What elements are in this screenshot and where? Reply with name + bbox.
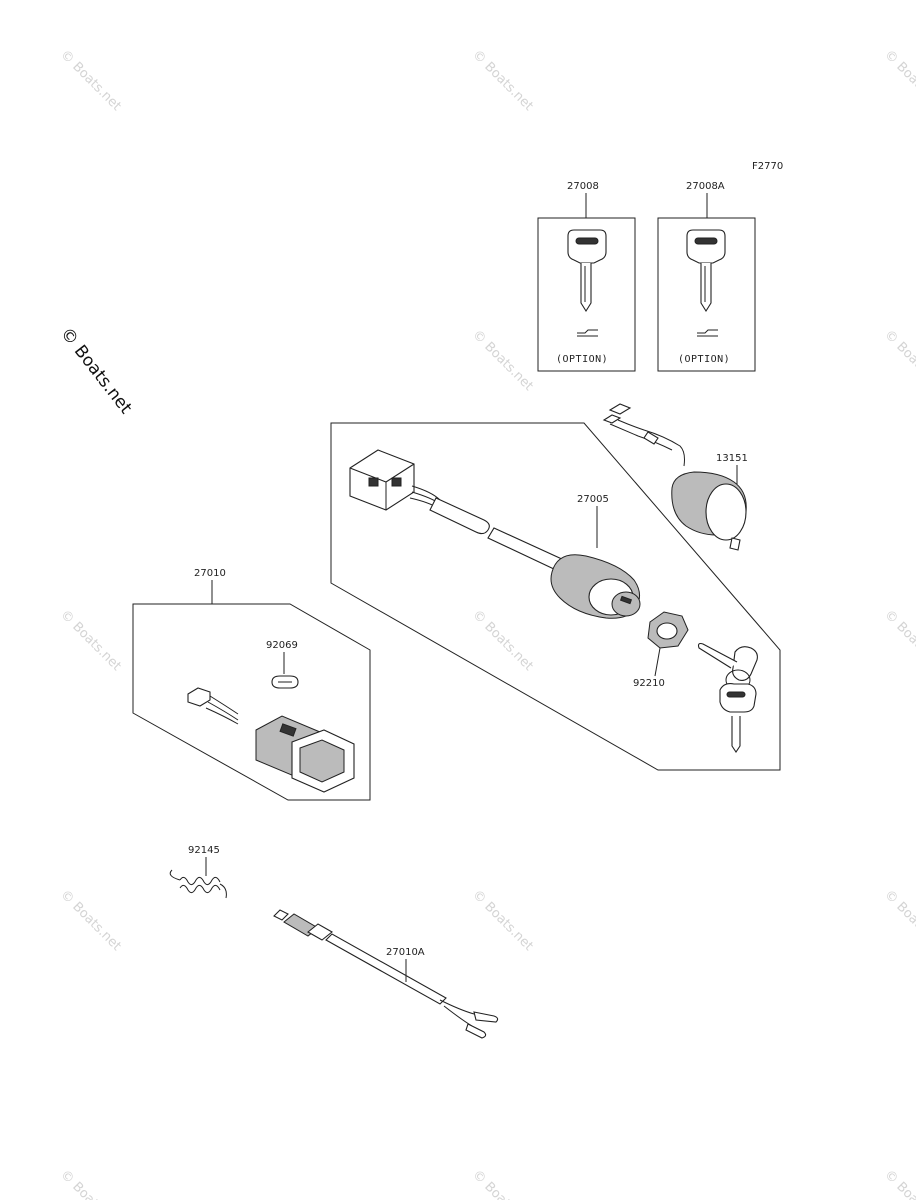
indicator-group-box (132, 603, 371, 801)
watermark: © Boats.net (881, 887, 916, 954)
part-number-27010a: 27010A (386, 947, 425, 958)
part-number-13151: 13151 (716, 453, 748, 464)
option-box (657, 217, 756, 372)
watermark: © Boats.net (469, 47, 536, 114)
watermark: © Boats.net (881, 327, 916, 394)
bulb-92069[interactable] (271, 675, 299, 689)
spring-92145[interactable] (169, 869, 227, 899)
watermark: © Boats.net (57, 607, 124, 674)
switch-assembly-group-box (330, 422, 781, 771)
watermark: © Boats.net (469, 607, 536, 674)
brand-watermark: © Boats.net (56, 324, 136, 418)
watermark: © Boats.net (881, 1167, 916, 1200)
watermark: © Boats.net (881, 47, 916, 114)
part-number-92069: 92069 (266, 640, 298, 651)
figure-code: F2770 (752, 161, 783, 172)
option-note: (OPTION) (556, 354, 608, 365)
part-number-92145: 92145 (188, 845, 220, 856)
part-number-27005: 27005 (577, 494, 609, 505)
key-profile-icon (577, 329, 598, 337)
watermark: © Boats.net (57, 887, 124, 954)
key-blank-27008[interactable]: 27008 (OPTION) (537, 181, 636, 372)
part-number-92210: 92210 (633, 678, 665, 689)
switch-harness-connector[interactable] (349, 449, 569, 572)
socket-13151[interactable] (602, 403, 747, 551)
ignition-switch-body[interactable] (550, 554, 641, 619)
option-note: (OPTION) (678, 354, 730, 365)
watermark: © Boats.net (57, 47, 124, 114)
indicator-switch[interactable] (187, 687, 355, 793)
key-icon (567, 229, 607, 313)
part-number-27008a: 27008A (686, 181, 725, 192)
watermark: © Boats.net (469, 327, 536, 394)
option-box (537, 217, 636, 372)
key-blank-27008a[interactable]: 27008A (OPTION) (657, 181, 756, 372)
part-number-27008: 27008 (567, 181, 599, 192)
watermark: © Boats.net (881, 607, 916, 674)
stop-switch-27010a[interactable] (273, 909, 499, 1039)
watermark: © Boats.net (469, 1167, 536, 1200)
key-icon (686, 229, 726, 313)
leader-line (654, 647, 661, 677)
watermark-layer: © Boats.net © Boats.net © Boats.net © Bo… (57, 47, 916, 1200)
part-number-27010: 27010 (194, 568, 226, 579)
key-pair-icon (697, 642, 758, 753)
key-profile-icon (697, 329, 718, 337)
watermark: © Boats.net (57, 1167, 124, 1200)
nut[interactable] (647, 611, 689, 649)
watermark: © Boats.net (469, 887, 536, 954)
